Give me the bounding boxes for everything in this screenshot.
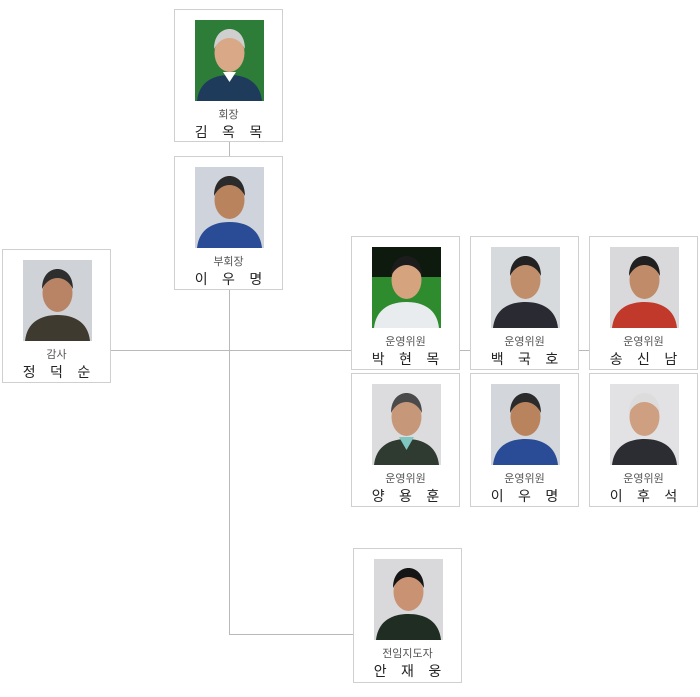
auditor-card: 감사 정 덕 순 (2, 249, 111, 383)
portrait-icon (372, 384, 441, 465)
committee-card-6: 운영위원 이 후 석 (589, 373, 698, 507)
committee-photo-1 (372, 247, 441, 328)
director-role: 전임지도자 (382, 647, 433, 660)
committee-card-1: 운영위원 박 현 목 (351, 236, 460, 370)
committee-role-4: 운영위원 (385, 472, 426, 485)
committee-role-3: 운영위원 (623, 335, 664, 348)
chairman-card: 회장 김 옥 목 (174, 9, 283, 142)
committee-photo-2 (491, 247, 560, 328)
director-name: 안 재 웅 (373, 664, 447, 680)
committee-role-6: 운영위원 (623, 472, 664, 485)
committee-card-5: 운영위원 이 우 명 (470, 373, 579, 507)
portrait-icon (374, 559, 443, 640)
portrait-icon (23, 260, 92, 341)
auditor-name: 정 덕 순 (22, 365, 96, 381)
connector-trunk (229, 289, 230, 635)
committee-photo-6 (610, 384, 679, 465)
auditor-photo (23, 260, 92, 341)
chairman-name: 김 옥 목 (194, 125, 268, 141)
director-card: 전임지도자 안 재 웅 (353, 548, 462, 683)
committee-card-3: 운영위원 송 신 남 (589, 236, 698, 370)
committee-photo-3 (610, 247, 679, 328)
auditor-role: 감사 (46, 348, 67, 361)
vice-chairman-role: 부회장 (213, 255, 244, 268)
committee-card-4: 운영위원 양 용 훈 (351, 373, 460, 507)
committee-role-5: 운영위원 (504, 472, 545, 485)
committee-role-1: 운영위원 (385, 335, 426, 348)
portrait-icon (195, 20, 264, 101)
committee-card-2: 운영위원 백 국 호 (470, 236, 579, 370)
connector-director (229, 634, 354, 635)
vice-chairman-name: 이 우 명 (194, 272, 268, 288)
chairman-photo (195, 20, 264, 101)
committee-role-2: 운영위원 (504, 335, 545, 348)
director-photo (374, 559, 443, 640)
portrait-icon (372, 247, 441, 328)
portrait-icon (195, 167, 264, 248)
committee-name-3: 송 신 남 (609, 352, 683, 368)
connector-chair-vice (229, 141, 230, 157)
vice-chairman-photo (195, 167, 264, 248)
vice-chairman-card: 부회장 이 우 명 (174, 156, 283, 290)
committee-name-2: 백 국 호 (490, 352, 564, 368)
committee-name-1: 박 현 목 (371, 352, 445, 368)
committee-photo-4 (372, 384, 441, 465)
chairman-role: 회장 (218, 108, 239, 121)
portrait-icon (491, 247, 560, 328)
committee-name-5: 이 우 명 (490, 489, 564, 505)
committee-name-4: 양 용 훈 (371, 489, 445, 505)
committee-photo-5 (491, 384, 560, 465)
portrait-icon (610, 247, 679, 328)
portrait-icon (610, 384, 679, 465)
committee-name-6: 이 후 석 (609, 489, 683, 505)
portrait-icon (491, 384, 560, 465)
